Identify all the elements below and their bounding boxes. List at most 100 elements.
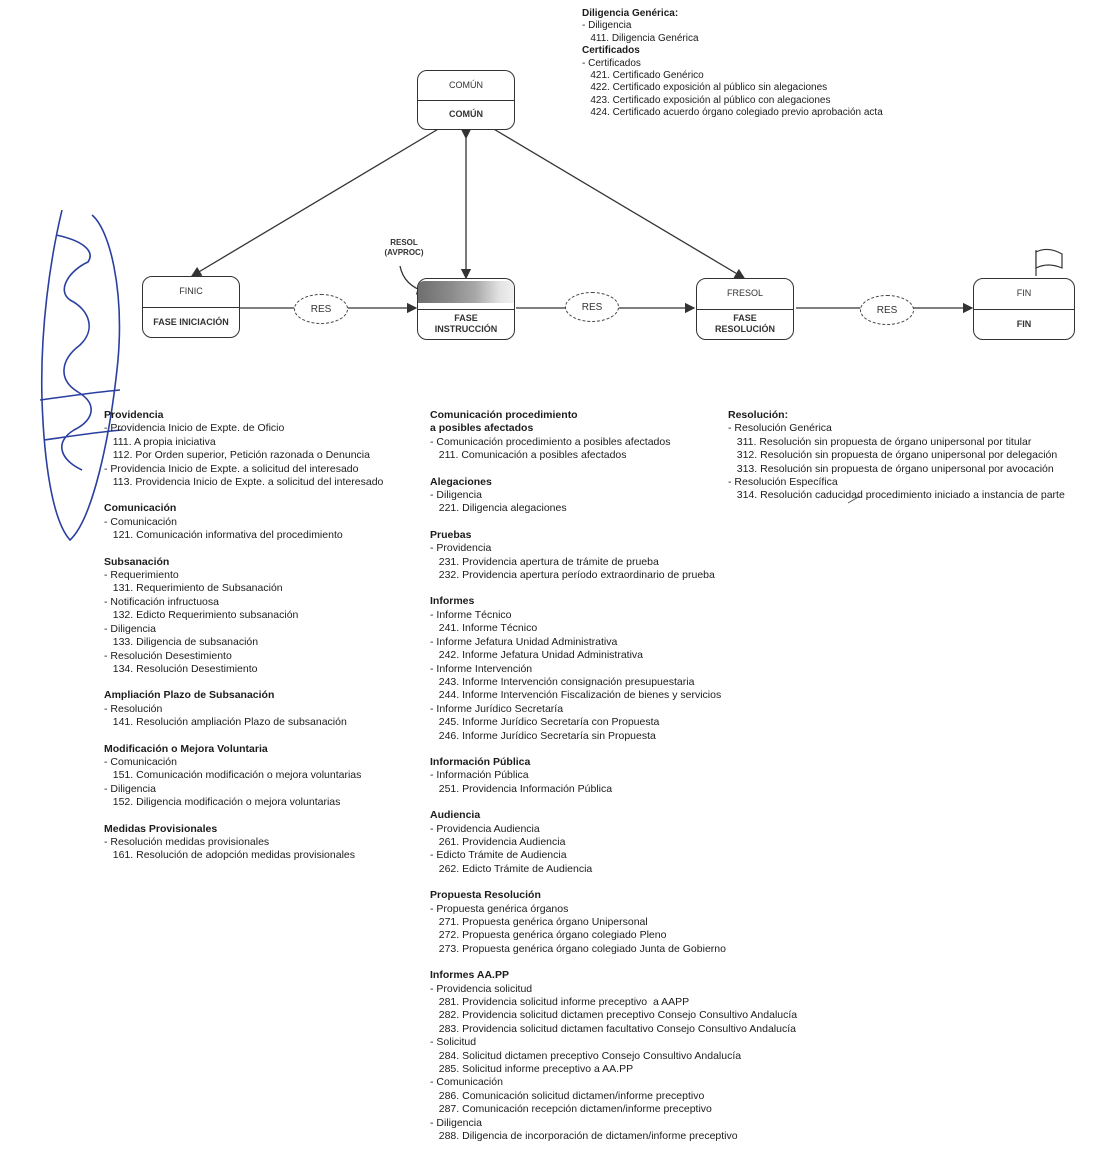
list-item: 273. Propuesta genérica órgano colegiado…	[430, 942, 726, 955]
list-item: 242. Informe Jefatura Unidad Administrat…	[430, 649, 644, 662]
list-item: 151. Comunicación modificación o mejora …	[104, 769, 362, 782]
list-item: - Providencia solicitud	[430, 982, 533, 995]
comun-list: Diligencia Genérica:- Diligencia 411. Di…	[582, 8, 883, 120]
list-gap	[430, 743, 797, 756]
resolucion-list: Resolución:- Resolución Genérica 311. Re…	[728, 409, 1065, 503]
list-item: 112. Por Orden superior, Petición razona…	[104, 449, 370, 462]
list-gap	[104, 810, 383, 823]
list-item: - Comunicación	[430, 1076, 503, 1089]
iniciacion-list: Providencia- Providencia Inicio de Expte…	[104, 409, 383, 863]
list-item: - Informe Técnico	[430, 608, 512, 621]
list-item: - Resolución medidas provisionales	[104, 835, 270, 848]
list-item: - Comunicación	[104, 755, 177, 768]
list-heading: Comunicación procedimiento	[430, 409, 578, 421]
list-heading: Informes AA.PP	[430, 969, 509, 982]
list-item: 251. Providencia Información Pública	[430, 782, 613, 795]
list-item: 231. Providencia apertura de trámite de …	[430, 555, 659, 568]
fase-instruccion-node-bottom: FASE INSTRUCCIÓN	[434, 313, 498, 335]
list-item: 244. Informe Intervención Fiscalización …	[430, 689, 722, 702]
list-item: 311. Resolución sin propuesta de órgano …	[728, 435, 1032, 448]
list-heading: Audiencia	[430, 809, 481, 822]
list-item: 282. Providencia solicitud dictamen prec…	[430, 1009, 798, 1022]
finic-node-bottom: FASE INICIACIÓN	[153, 316, 229, 327]
list-item: 262. Edicto Trámite de Audiencia	[430, 862, 593, 875]
list-heading: a posibles afectados	[430, 422, 534, 435]
redaction-smudge	[418, 281, 514, 303]
list-item: 241. Informe Técnico	[430, 622, 538, 635]
list-item: - Informe Jefatura Unidad Administrativa	[430, 635, 618, 648]
list-item: - Información Pública	[430, 769, 529, 782]
list-item: 246. Informe Jurídico Secretaría sin Pro…	[430, 729, 656, 742]
signature-icon	[39, 209, 123, 542]
list-item: - Informe Jurídico Secretaría	[430, 702, 564, 715]
comun-finic-connector	[190, 127, 441, 277]
list-item: - Edicto Trámite de Audiencia	[430, 849, 567, 862]
list-item: - Providencia	[430, 542, 492, 555]
res-label-2: RES	[565, 292, 619, 322]
list-item: - Certificados	[582, 57, 641, 69]
fin-node-top: FIN	[974, 279, 1074, 310]
flag-icon	[1035, 248, 1063, 269]
resol-avproc-label: RESOL (AVPROC)	[384, 238, 424, 257]
fin-node: FIN FIN	[973, 278, 1075, 340]
list-heading: Informes	[430, 595, 475, 608]
list-item: 232. Providencia apertura período extrao…	[430, 569, 715, 582]
list-gap	[104, 543, 383, 556]
list-item: 243. Informe Intervención consignación p…	[430, 675, 695, 688]
fin-node-bottom: FIN	[1016, 318, 1032, 329]
list-gap	[430, 876, 797, 889]
list-item: 152. Diligencia modificación o mejora vo…	[104, 796, 341, 809]
list-item: 134. Resolución Desestimiento	[104, 662, 258, 675]
list-gap	[430, 516, 797, 529]
list-heading: Diligencia Genérica:	[582, 8, 679, 19]
list-item: - Requerimiento	[104, 569, 179, 582]
list-item: 281. Providencia solicitud informe prece…	[430, 996, 690, 1009]
list-item: 422. Certificado exposición al público s…	[582, 82, 828, 94]
fresol-node-top: FRESOL	[697, 279, 793, 310]
list-heading: Medidas Provisionales	[104, 822, 218, 835]
list-item: - Diligencia	[430, 1116, 482, 1129]
list-item: - Resolución Específica	[728, 476, 838, 489]
list-item: 314. Resolución caducidad procedimiento …	[728, 489, 1065, 502]
res-label-3: RES	[860, 295, 914, 325]
list-item: 421. Certificado Genérico	[582, 70, 704, 82]
list-item: - Comunicación procedimiento a posibles …	[430, 435, 671, 448]
list-item: - Diligencia	[104, 622, 156, 635]
list-item: 132. Edicto Requerimiento subsanación	[104, 609, 299, 622]
list-item: 161. Resolución de adopción medidas prov…	[104, 849, 355, 862]
comun-node-bottom: COMÚN	[449, 109, 483, 120]
list-gap	[430, 582, 797, 595]
list-item: 221. Diligencia alegaciones	[430, 502, 567, 515]
list-item: 211. Comunicación a posibles afectados	[430, 449, 627, 462]
comun-node-top: COMÚN	[418, 71, 514, 101]
list-item: 133. Diligencia de subsanación	[104, 636, 259, 649]
list-item: - Diligencia	[582, 20, 632, 32]
list-item: 285. Solicitud informe preceptivo a AA.P…	[430, 1063, 634, 1076]
list-item: - Providencia Inicio de Expte. de Oficio	[104, 422, 285, 435]
list-item: 411. Diligencia Genérica	[582, 32, 699, 44]
list-item: 121. Comunicación informativa del proced…	[104, 529, 343, 542]
list-heading: Modificación o Mejora Voluntaria	[104, 742, 268, 755]
list-heading: Propuesta Resolución	[430, 889, 541, 902]
list-item: 111. A propia iniciativa	[104, 435, 216, 448]
list-heading: Resolución:	[728, 409, 789, 421]
list-item: 424. Certificado acuerdo órgano colegiad…	[582, 107, 883, 119]
list-item: - Informe Intervención	[430, 662, 533, 675]
list-item: 313. Resolución sin propuesta de órgano …	[728, 462, 1054, 475]
list-item: - Resolución Genérica	[728, 422, 832, 435]
list-item: - Diligencia	[104, 782, 156, 795]
list-gap	[104, 676, 383, 689]
list-heading: Información Pública	[430, 755, 531, 768]
comun-fresol-connector	[491, 127, 746, 279]
list-heading: Subsanación	[104, 555, 170, 568]
list-heading: Comunicación	[104, 502, 177, 515]
list-item: - Propuesta genérica órganos	[430, 902, 569, 915]
list-item: - Solicitud	[430, 1036, 477, 1049]
list-item: 284. Solicitud dictamen preceptivo Conse…	[430, 1049, 742, 1062]
finic-node-top: FINIC	[143, 277, 239, 308]
list-item: - Providencia Audiencia	[430, 822, 540, 835]
fase-instruccion-node-top	[418, 279, 514, 310]
fresol-node: FRESOL FASE RESOLUCIÓN	[696, 278, 794, 340]
list-item: 288. Diligencia de incorporación de dict…	[430, 1130, 738, 1143]
